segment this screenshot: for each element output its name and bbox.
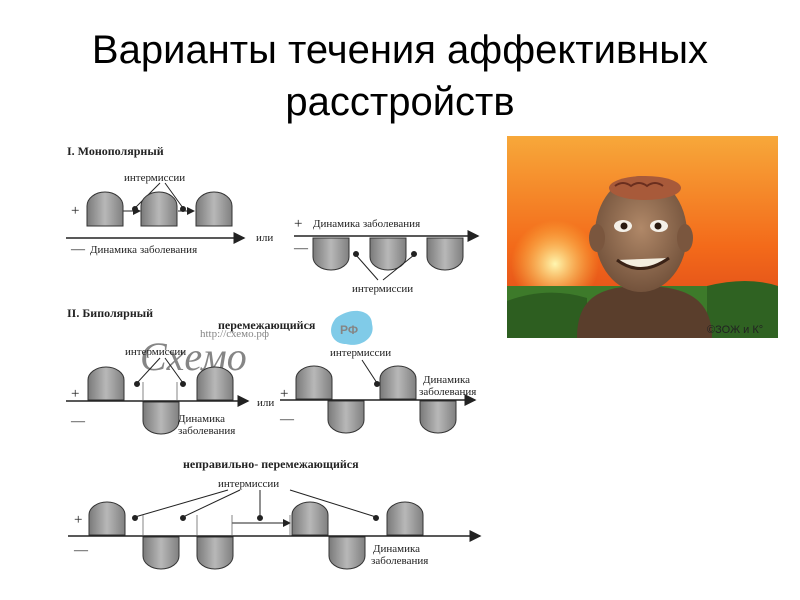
illustration-photo: ©ЗОЖ и К°: [507, 136, 778, 338]
dynamics-label-right: Динамика заболевания: [313, 218, 420, 230]
phase-bump: [196, 192, 232, 226]
minus-sign: —: [70, 414, 86, 429]
phase-bump: [313, 238, 349, 270]
dynamics-label-right-2: заболевания: [419, 386, 476, 398]
phase-bump: [89, 502, 125, 535]
phase-bump: [380, 366, 416, 399]
minus-sign: —: [293, 241, 309, 256]
dynamics-label-1: Динамика: [178, 413, 225, 425]
dynamics-label-2: заболевания: [178, 425, 235, 437]
intermissions-label-right: интермиссии: [352, 283, 413, 295]
minus-sign: —: [73, 543, 89, 558]
dynamics-label-right-1: Динамика: [423, 374, 470, 386]
or-label: или: [257, 397, 274, 409]
phase-bump: [387, 502, 423, 535]
phase-boundaries: [143, 382, 177, 400]
or-label: или: [256, 232, 273, 244]
phase-bump: [197, 367, 233, 400]
intermissions-label-left: интермиссии: [125, 346, 186, 358]
phase-bump: [427, 238, 463, 270]
minus-sign: —: [70, 242, 86, 257]
section1-header: I. Монополярный: [67, 144, 164, 158]
dynamics-label-1: Динамика: [373, 543, 420, 555]
dynamics-label: Динамика заболевания: [90, 244, 197, 256]
intermission-pointers-3: [133, 490, 379, 523]
mania-phases: [87, 192, 232, 226]
section2-header: II. Биполярный: [67, 306, 153, 320]
phase-bump: [87, 192, 123, 226]
phase-bump: [328, 401, 364, 433]
dynamics-label-2: заболевания: [371, 555, 428, 567]
watermark-badge: РФ: [340, 323, 358, 337]
section3-header: неправильно- перемежающийся: [183, 457, 359, 471]
plus-sign: +: [71, 203, 79, 219]
intermissions-label-right: интермиссии: [330, 347, 391, 359]
phase-bump: [143, 402, 179, 434]
watermark-url: http://схемо.рф: [200, 328, 269, 340]
phase-bump: [292, 502, 328, 535]
phase-bump: [88, 367, 124, 400]
phase-bump: [141, 192, 177, 226]
phase-bump: [329, 537, 365, 569]
plus-sign: +: [71, 386, 79, 402]
plus-sign: +: [74, 512, 82, 528]
depression-phases: [313, 238, 463, 270]
illustration-image: ©ЗОЖ и К°: [507, 136, 778, 338]
phase-bump: [420, 401, 456, 433]
phase-boundaries: [143, 515, 290, 535]
section1-intermissions-label: интермиссии: [124, 172, 185, 184]
phase-bump: [197, 537, 233, 569]
minus-sign: —: [279, 412, 295, 427]
intermissions-label: интермиссии: [218, 478, 279, 490]
plus-sign: +: [294, 216, 302, 232]
phase-bump: [143, 537, 179, 569]
phase-bump: [296, 366, 332, 399]
photo-caption: ©ЗОЖ и К°: [707, 324, 763, 336]
